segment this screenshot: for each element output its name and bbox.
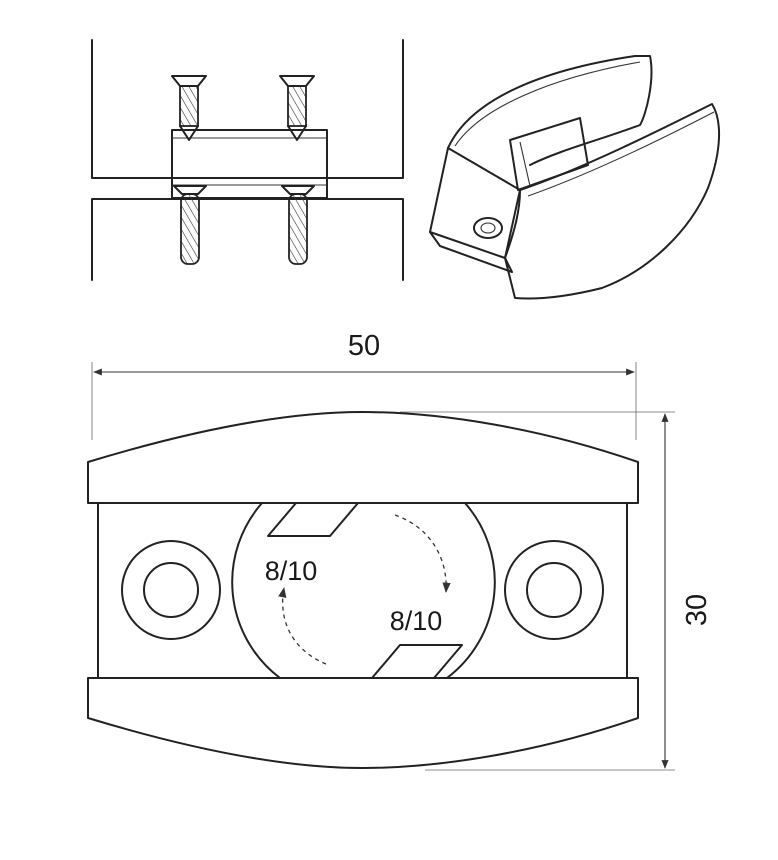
center-disc	[231, 502, 281, 679]
clamp-block	[171, 129, 328, 199]
upper-board	[91, 39, 404, 179]
height-dimension-label: 30	[681, 594, 713, 626]
top-jaw	[87, 411, 639, 504]
installation-detail	[91, 39, 404, 281]
screw-lower-right	[281, 185, 315, 265]
screw-upper-right	[279, 75, 315, 141]
glass-thickness-label-upper: 8/10	[265, 556, 318, 586]
bottom-jaw	[87, 677, 639, 769]
glass-slot-lower	[371, 644, 463, 679]
mounting-hole-right	[504, 540, 604, 640]
glass-slot-upper	[267, 502, 359, 537]
screw-upper-left	[171, 75, 207, 141]
front-view: 50 30 8/10 8/10	[87, 330, 713, 771]
width-dimension-label: 50	[348, 330, 380, 362]
lower-board	[91, 198, 404, 281]
isometric-view	[429, 55, 720, 300]
glass-thickness-label-lower: 8/10	[390, 606, 443, 636]
screw-lower-left	[173, 185, 207, 265]
mounting-hole-left	[121, 540, 221, 640]
